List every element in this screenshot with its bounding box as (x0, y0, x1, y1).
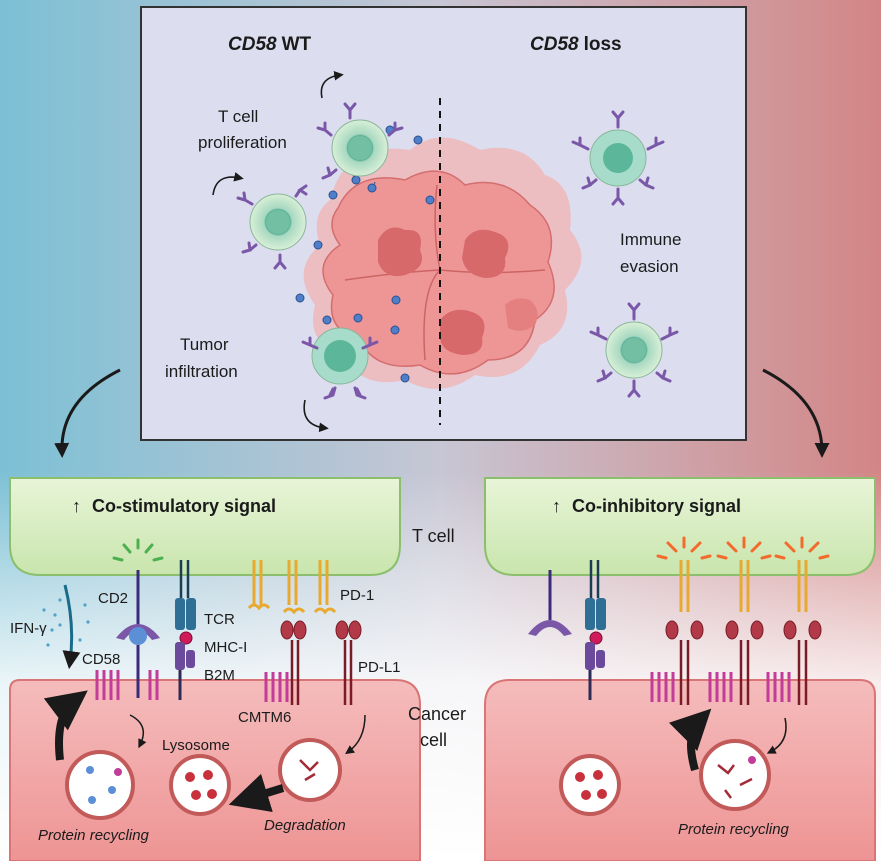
label-cancer-line1: Cancer (408, 704, 466, 724)
pdl1-internalize-arrow-right (766, 717, 787, 754)
tumor-nucleus (378, 227, 423, 277)
coinhib-signal-label: Co-inhibitory signal (572, 496, 741, 516)
coinhib-bursts (656, 536, 830, 560)
costim-burst (112, 538, 164, 562)
t-cell-wt-3 (311, 327, 369, 385)
label-protein-recycling-left: Protein recycling (38, 827, 150, 844)
t-cell-loss-1 (589, 129, 647, 187)
pd1-receptors (247, 560, 337, 615)
label-protein-recycling-right: Protein recycling (678, 821, 790, 838)
t-cell-wt-1 (331, 119, 389, 177)
costim-up-arrow: ↑ (72, 496, 81, 516)
label-pdl1: PD-L1 (358, 659, 401, 676)
cd2-receptor (116, 624, 160, 640)
label-cmtm6: CMTM6 (238, 709, 291, 726)
label-proliferation-line2: proliferation (198, 133, 287, 152)
arrow-to-left-panel (54, 368, 121, 458)
pdl1-internalize-arrow (345, 714, 366, 755)
cd58-transmembrane (95, 670, 159, 700)
label-b2m: B2M (204, 667, 235, 684)
left-panel: ↑ Co-stimulatory signal (9, 477, 421, 861)
label-proliferation-line1: T cell (218, 107, 258, 126)
label-cd58: CD58 (82, 651, 120, 668)
t-cell-loss-2 (605, 321, 663, 379)
cmtm6 (264, 672, 289, 702)
label-infiltration-line1: Tumor (180, 335, 229, 354)
t-cell-membrane-right (484, 477, 876, 576)
proliferation-arrows (212, 71, 344, 433)
cd58-ligand (129, 627, 147, 645)
costim-signal-label: Co-stimulatory signal (92, 496, 276, 516)
label-mhc: MHC-I (204, 639, 247, 656)
ifn-arrow (62, 584, 81, 670)
label-evasion-line1: Immune (620, 230, 681, 249)
degradation-vesicle (278, 738, 342, 802)
tcr-complex (175, 560, 196, 700)
label-degradation: Degradation (264, 817, 346, 834)
degradation-arrow (228, 773, 285, 813)
recycling-arrow-right (668, 708, 712, 772)
tumor-mass (303, 137, 582, 389)
coinhib-up-arrow: ↑ (552, 496, 561, 516)
pd1-pdl1-pairs (665, 560, 822, 705)
recycling-vesicle-right (699, 739, 771, 811)
t-cell-wt-2 (249, 193, 307, 251)
pdl1-ligands (280, 620, 362, 640)
t-cell-receptors (236, 102, 679, 400)
recycling-vesicle-left (65, 750, 135, 820)
label-tcr: TCR (204, 611, 235, 628)
cd2-receptor-right (528, 620, 572, 636)
t-cell-membrane-left (9, 477, 401, 576)
label-evasion-line2: evasion (620, 257, 679, 276)
tumor-nucleus (505, 298, 538, 331)
cancer-cell-membrane-right (484, 679, 876, 861)
label-cd2: CD2 (98, 590, 128, 607)
lysosome (169, 754, 231, 816)
label-pd1: PD-1 (340, 587, 374, 604)
label-ifn: IFN-γ (10, 620, 47, 637)
internalize-arrow (129, 714, 147, 749)
cmtm6-right (650, 672, 791, 702)
label-infiltration-line2: infiltration (165, 362, 238, 381)
pdl1-stalks (290, 640, 353, 705)
tumor-nucleus (440, 309, 485, 355)
lysosome-right (559, 754, 621, 816)
label-cancer-line2: cell (420, 730, 447, 750)
label-t-cell: T cell (412, 526, 455, 546)
recycling-arrow-left (43, 690, 88, 761)
tumor-nucleus (462, 229, 509, 278)
right-panel: ↑ Co-inhibitory signal (484, 477, 876, 861)
arrow-to-right-panel (762, 368, 830, 458)
label-lysosome: Lysosome (162, 737, 230, 754)
tcr-complex-right (585, 560, 606, 700)
ifn-dots (42, 598, 90, 647)
